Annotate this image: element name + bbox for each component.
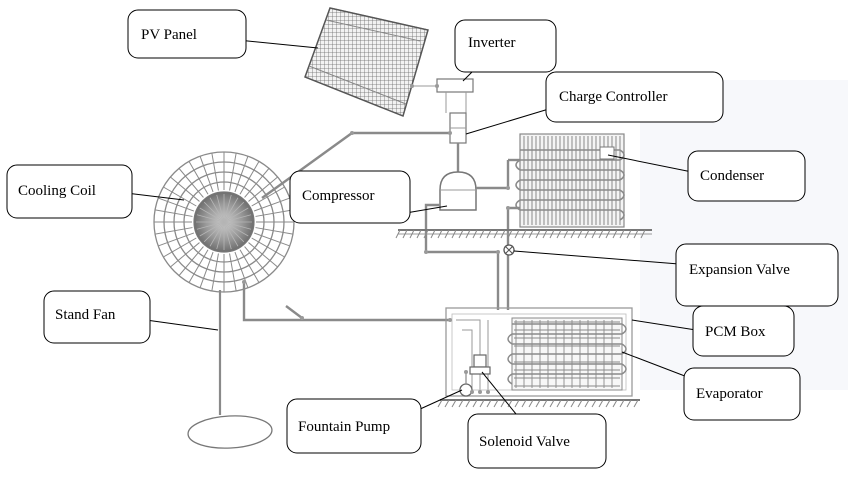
callout-stand-fan: Stand Fan	[43, 290, 219, 344]
label-solenoid-valve: Solenoid Valve	[479, 434, 570, 450]
junction-markers	[242, 84, 510, 394]
lower-base-plate	[437, 399, 640, 408]
callout-solenoid-valve: Solenoid Valve	[467, 371, 607, 469]
callout-pcm-box: PCM Box	[631, 305, 795, 357]
callout-expansion-valve: Expansion Valve	[513, 243, 839, 307]
stand-fan-icon	[153, 151, 295, 449]
callout-charge-controller: Charge Controller	[465, 71, 724, 135]
evaporator-icon	[507, 317, 627, 391]
label-fountain-pump: Fountain Pump	[298, 419, 390, 435]
cooling-coil-icon	[193, 191, 255, 253]
callout-fountain-pump: Fountain Pump	[286, 389, 463, 454]
label-condenser: Condenser	[700, 168, 764, 184]
pv-panel-icon	[304, 7, 429, 118]
charge-controller-unit	[449, 112, 467, 172]
callout-cooling-coil: Cooling Coil	[6, 164, 185, 219]
callout-pv-panel: PV Panel	[127, 9, 319, 59]
label-inverter: Inverter	[468, 35, 515, 51]
compressor-icon	[439, 158, 520, 211]
inverter-unit	[412, 78, 474, 113]
callout-compressor: Compressor	[289, 170, 448, 224]
solenoid-valve-icon	[469, 354, 491, 375]
condenser-icon	[515, 133, 625, 228]
label-cooling-coil: Cooling Coil	[18, 183, 96, 199]
label-evaporator: Evaporator	[696, 386, 763, 402]
label-compressor: Compressor	[302, 188, 375, 204]
label-pcm-box: PCM Box	[705, 324, 766, 340]
label-stand-fan: Stand Fan	[55, 307, 116, 323]
callout-condenser: Condenser	[607, 150, 806, 202]
callout-inverter: Inverter	[454, 19, 557, 82]
label-charge-controller: Charge Controller	[559, 89, 667, 105]
label-expansion-valve: Expansion Valve	[689, 262, 790, 278]
label-pv-panel: PV Panel	[141, 27, 197, 43]
callout-evaporator: Evaporator	[621, 351, 801, 421]
expansion-valve-icon	[503, 244, 515, 256]
upper-base-plate	[395, 229, 652, 239]
